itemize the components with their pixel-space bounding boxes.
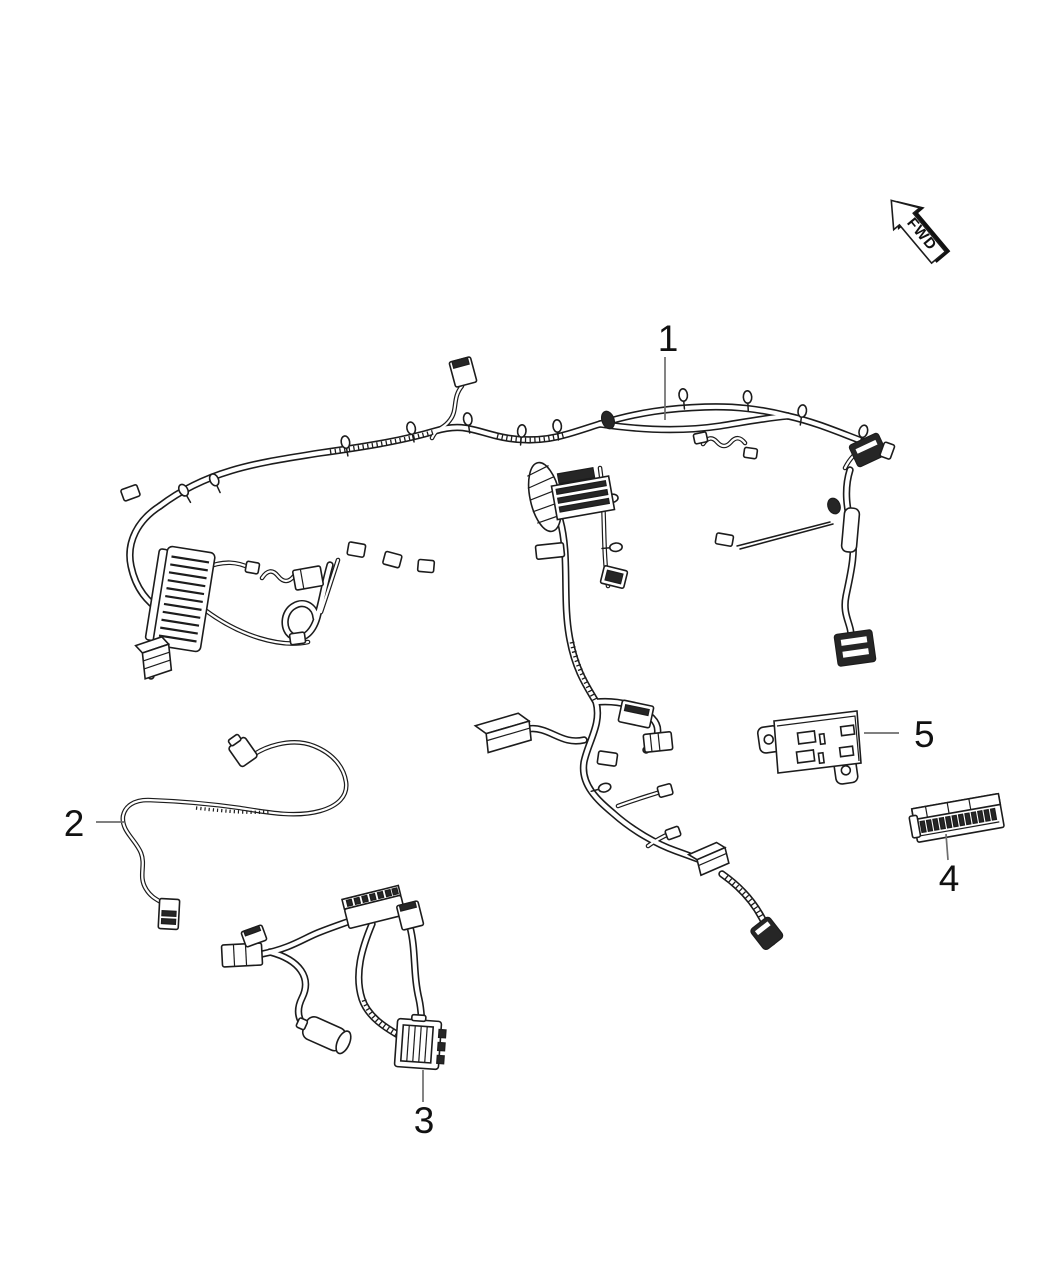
fwd-arrow-body xyxy=(890,199,947,265)
harness-clips xyxy=(175,387,870,797)
branch-connectors xyxy=(120,356,759,841)
callout-4-leader xyxy=(945,833,949,861)
part4-connector-strip xyxy=(908,792,1005,843)
lower-connector-cluster xyxy=(596,699,674,767)
callouts: 1 2 3 4 5 xyxy=(64,318,960,1141)
callout-4-label: 4 xyxy=(939,858,960,899)
fwd-arrow: FWD xyxy=(890,199,951,265)
junction-block xyxy=(144,545,216,653)
main-harness-artwork xyxy=(120,356,896,1042)
callout-1-label: 1 xyxy=(658,318,679,359)
part5-mounting-bracket xyxy=(756,710,862,785)
part2-jumper-wire xyxy=(157,733,258,931)
relay-box-connector xyxy=(473,712,532,754)
wrapped-end-connector xyxy=(750,916,784,951)
mid-drop-connector xyxy=(686,841,730,877)
central-connector-cluster xyxy=(527,461,616,561)
module-part3 xyxy=(393,1013,447,1071)
right-branch xyxy=(827,432,896,667)
connector-block xyxy=(134,635,173,680)
callout-2-label: 2 xyxy=(64,803,85,844)
callout-3-label: 3 xyxy=(414,1100,435,1141)
cylindrical-connector xyxy=(295,1016,352,1055)
multi-pin-connector xyxy=(341,884,406,929)
part3-jumper-harness xyxy=(220,884,447,1071)
thin-lead-wire xyxy=(736,521,831,547)
callout-5-label: 5 xyxy=(914,714,935,755)
